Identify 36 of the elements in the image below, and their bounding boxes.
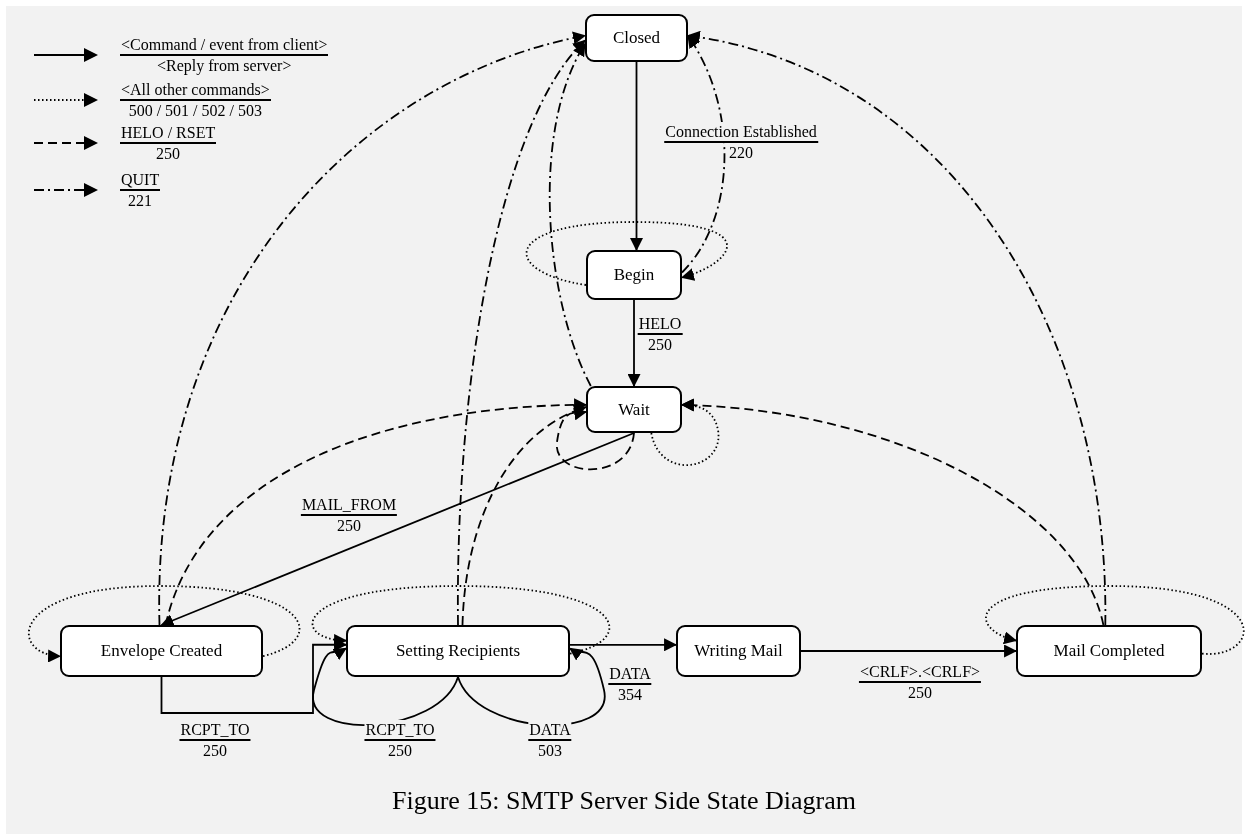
legend-label: QUIT: [120, 170, 161, 191]
state-box: Setting Recipients: [346, 625, 570, 677]
legend-label: HELO / RSET: [120, 123, 217, 144]
edge-label: DATA: [528, 720, 572, 741]
edge-label: RCPT_TO: [364, 720, 436, 741]
transition-arrow: [800, 644, 1018, 658]
legend-label: 221: [128, 191, 153, 210]
transition-arrow: [548, 42, 592, 387]
legend-label: 250: [156, 144, 181, 163]
self-loop-arrow: [985, 585, 1245, 655]
transition-arrow: [461, 405, 587, 626]
transition-arrow: [160, 432, 635, 627]
legend-label: <Reply from server>: [157, 56, 292, 75]
transition-arrow: [158, 32, 587, 626]
figure-caption: Figure 15: SMTP Server Side State Diagram: [391, 786, 857, 816]
state-box: Writing Mail: [676, 625, 801, 677]
edge-label: Connection Established: [664, 122, 818, 143]
transition-arrow: [681, 34, 726, 274]
transition-arrow: [686, 31, 1107, 626]
state-box: Closed: [585, 14, 688, 62]
self-loop-arrow: [650, 398, 720, 466]
self-loop-arrow: [556, 406, 635, 471]
state-box: Mail Completed: [1016, 625, 1202, 677]
state-box: Envelope Created: [60, 625, 263, 677]
legend-label: 500 / 501 / 502 / 503: [128, 101, 262, 120]
state-box: Wait: [586, 386, 682, 433]
self-loop-arrow: [311, 585, 611, 655]
transition-arrow: [630, 61, 643, 252]
transition-arrow: [457, 39, 586, 626]
transition-arrow: [569, 638, 678, 652]
self-loop-arrow: [525, 221, 728, 286]
self-loop-arrow: [28, 585, 301, 661]
legend-label: <All other commands>: [120, 80, 271, 101]
state-box: Begin: [586, 250, 682, 300]
legend-label: <Command / event from client>: [120, 35, 329, 56]
transition-arrow: [627, 299, 641, 388]
